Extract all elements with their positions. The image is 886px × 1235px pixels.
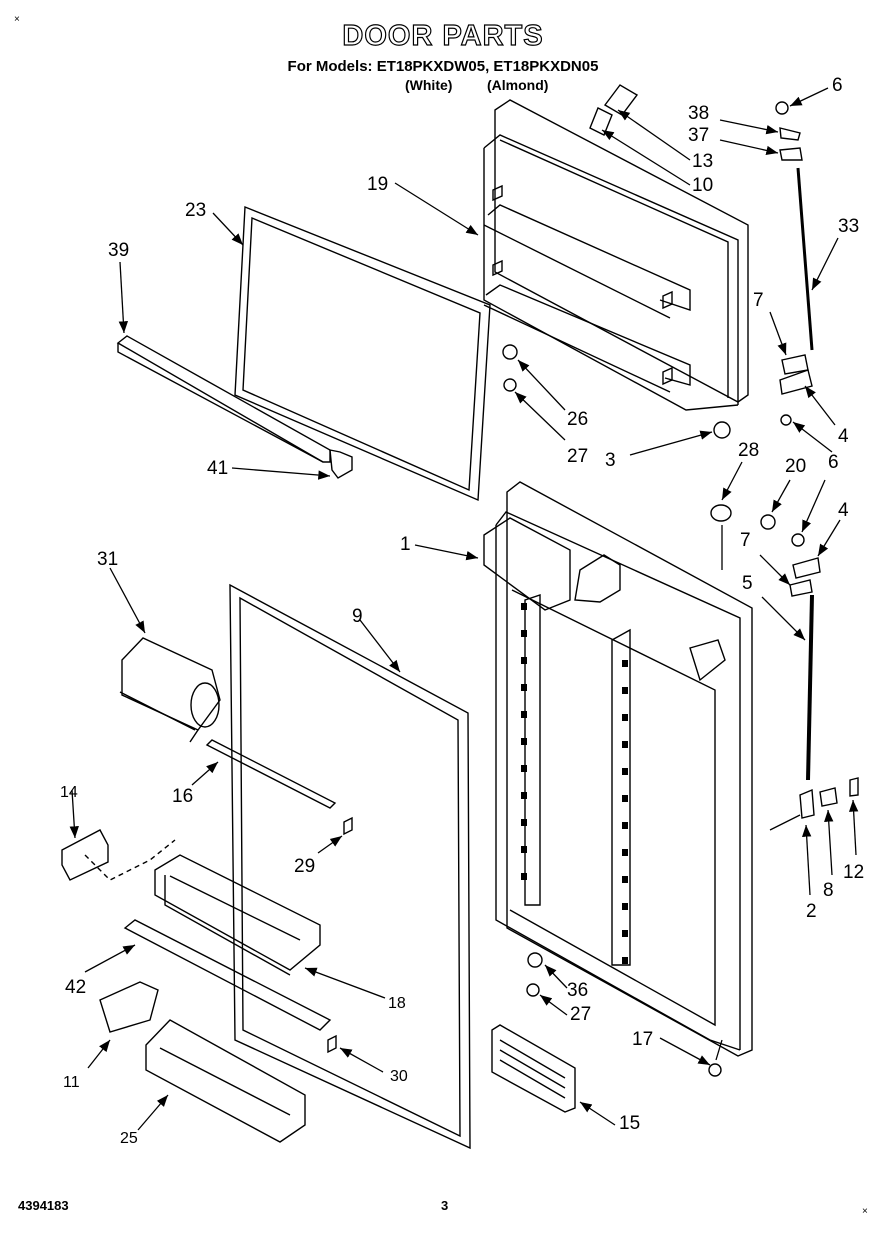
callout-10: 10	[692, 175, 713, 196]
callout-42: 42	[65, 977, 86, 998]
models-line: For Models: ET18PKXDW05, ET18PKXDN05	[287, 58, 599, 75]
page-title: DOOR PARTS	[342, 19, 544, 52]
callout-26: 26	[567, 409, 588, 430]
hinge-4-lower	[792, 557, 821, 579]
hinge-cap-3	[713, 421, 731, 439]
fresh-food-door-gasket	[229, 583, 471, 1150]
color-almond-label: (Almond)	[487, 77, 549, 93]
callout-18: 18	[388, 995, 406, 1012]
callout-27-lower: 27	[570, 1004, 591, 1025]
corner-mark-bottom-right: ×	[862, 1206, 868, 1217]
page-number: 3	[441, 1198, 449, 1213]
hinge-strip-upper	[796, 167, 814, 351]
dairy-trim-strip	[205, 739, 337, 809]
callout-7-mid: 7	[740, 530, 751, 551]
hinge-bushing-26	[502, 344, 518, 360]
callout-15: 15	[619, 1113, 640, 1134]
callout-39: 38	[688, 103, 709, 124]
callout-17: 17	[632, 1029, 653, 1050]
freezer-door-gasket	[234, 205, 491, 502]
callout-6-top: 6	[832, 75, 843, 96]
callout-30: 30	[390, 1068, 408, 1085]
callout-19: 19	[367, 174, 388, 195]
document-number: 4394183	[18, 1198, 69, 1213]
shelf-bracket	[61, 829, 109, 881]
callout-9: 9	[352, 606, 363, 627]
freezer-trim-strip	[116, 335, 353, 479]
callout-2: 2	[806, 901, 817, 922]
color-white-label: (White)	[405, 77, 453, 93]
callout-16: 16	[172, 786, 193, 807]
bottom-hinge-2	[799, 788, 815, 819]
callout-23: 23	[185, 200, 206, 221]
label-10	[589, 107, 613, 136]
hinge-bracket-39	[779, 127, 801, 141]
toe-grille	[491, 1024, 576, 1113]
door-bin	[145, 1019, 306, 1143]
callout-31: 31	[97, 549, 118, 570]
callout-4-mid: 4	[838, 500, 849, 521]
door-shelf	[154, 854, 321, 976]
callout-1: 1	[400, 534, 411, 555]
callout-25: 25	[120, 1130, 138, 1147]
hinge-strip-lower	[806, 594, 814, 781]
callout-4-top: 4	[838, 426, 849, 447]
screw-center	[780, 414, 792, 426]
fresh-food-door-liner	[483, 481, 753, 1057]
part-drawings	[61, 84, 859, 1150]
shelf-retainer-clip	[327, 1034, 337, 1054]
corner-mark-top-left: ×	[14, 14, 20, 25]
screw-27-lower	[526, 983, 540, 997]
hole-plug-28	[710, 504, 732, 522]
callout-13: 13	[692, 151, 713, 172]
door-rack-holes	[521, 603, 628, 964]
callout-3: 3	[605, 450, 616, 471]
callout-28: 28	[738, 440, 759, 461]
trim-end-cap	[343, 816, 353, 836]
callout-33: 33	[838, 216, 859, 237]
callout-20: 20	[785, 456, 806, 477]
callout-38: 37	[688, 125, 709, 146]
hinge-shim-7-lower	[789, 579, 813, 597]
callout-27-upper: 27	[567, 446, 588, 467]
callout-6-mid: 6	[828, 452, 839, 473]
hinge-pin-8	[819, 787, 838, 807]
callout-5: 5	[742, 573, 753, 594]
screw-6-top	[775, 101, 789, 115]
callout-29: 29	[294, 856, 315, 877]
screw-6-mid	[791, 533, 805, 547]
bushing-36	[527, 952, 543, 968]
callout-8: 8	[823, 880, 834, 901]
bracket-guide-line	[84, 839, 176, 881]
freezer-door-liner	[483, 99, 749, 411]
screw-17	[708, 1063, 722, 1077]
callout-41: 41	[207, 458, 228, 479]
shelf-trim-strip	[123, 919, 332, 1031]
shelf-end-cap	[99, 981, 159, 1033]
callout-14: 14	[60, 784, 78, 801]
callout-37: 39	[108, 240, 129, 261]
callout-11: 11	[63, 1074, 80, 1091]
callout-36: 36	[567, 980, 588, 1001]
callout-12: 12	[843, 862, 864, 883]
callout-7-top: 7	[753, 290, 764, 311]
hinge-plate-38	[779, 147, 803, 161]
label-13	[603, 84, 639, 116]
dairy-door	[119, 637, 221, 743]
callout-labels: 19 23 39 41 1 31 9 16 14 29 42 18 11 30 …	[60, 75, 864, 1147]
leader-lines	[69, 87, 859, 1131]
screw-27-upper	[503, 378, 517, 392]
cam-20	[760, 514, 776, 530]
hinge-cover-12	[849, 777, 859, 797]
